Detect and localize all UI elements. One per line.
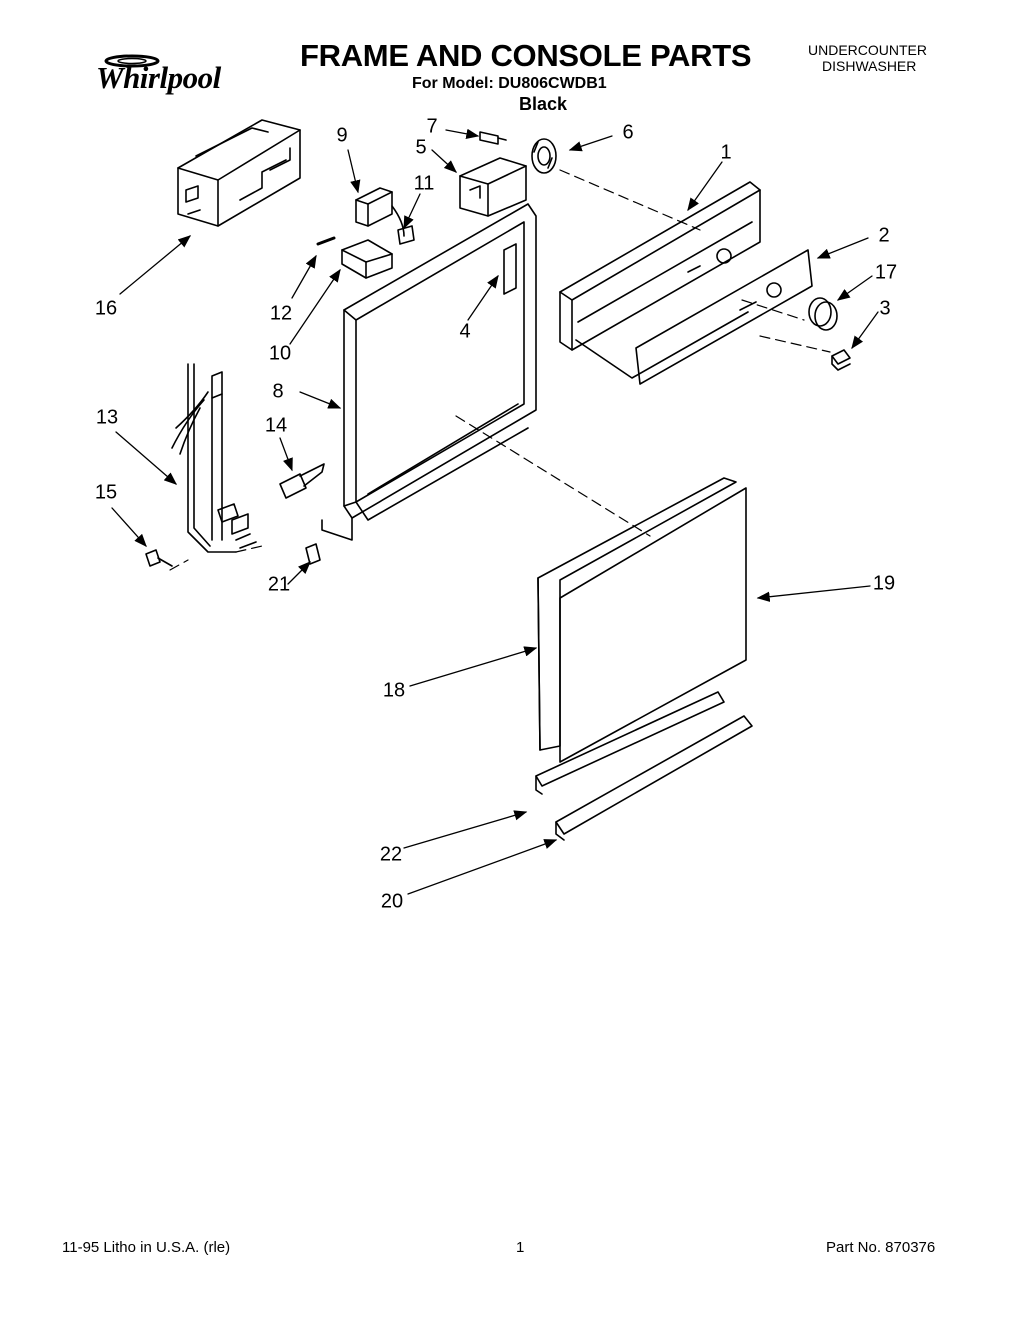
callout-6: 6 [622, 121, 634, 144]
logo-swoosh-icon [104, 54, 160, 68]
callout-10: 10 [268, 342, 292, 365]
part-12-pin [316, 236, 336, 246]
callout-7: 7 [426, 115, 438, 138]
callout-3: 3 [879, 297, 891, 320]
callout-19: 19 [872, 572, 896, 595]
brand-logo: Whirlpool [92, 52, 242, 100]
part-15-screw [145, 549, 173, 567]
part-2-overlay [635, 249, 813, 385]
callout-15: 15 [94, 481, 118, 504]
part-1-console [559, 181, 761, 379]
callout-9: 9 [336, 124, 348, 147]
part-22-trim [535, 691, 725, 795]
part-7-screw [479, 131, 507, 145]
part-13-wire-harness [171, 363, 257, 553]
part-8-door-frame [321, 203, 537, 541]
callout-5: 5 [415, 136, 427, 159]
part-21-clip [305, 543, 321, 565]
part-19-panel [559, 487, 747, 763]
part-10-bracket [341, 239, 393, 279]
part-5-selector-switch [459, 157, 527, 217]
part-18-panel [537, 477, 737, 751]
model-line: For Model: DU806CWDB1 [412, 75, 607, 92]
part-14-connector [279, 463, 325, 499]
leader-arrows [111, 128, 879, 895]
callout-4: 4 [459, 320, 471, 343]
callout-11: 11 [413, 172, 435, 195]
part-3-button [831, 349, 851, 371]
callout-13: 13 [95, 406, 119, 429]
brand-wordmark: Whirlpool [96, 60, 221, 95]
category-line-2: DISHWASHER [822, 58, 917, 74]
callout-12: 12 [269, 302, 293, 325]
footer-print-info: 11-95 Litho in U.S.A. (rle) [62, 1239, 231, 1256]
alignment-lines [169, 169, 831, 571]
part-16-housing [177, 119, 301, 227]
footer-part-number: Part No. 870376 [826, 1239, 936, 1256]
callout-18: 18 [382, 679, 406, 702]
callout-14: 14 [264, 414, 288, 437]
footer-page-number: 1 [516, 1239, 525, 1256]
part-6-knob [531, 138, 557, 174]
part-11-connector [391, 205, 415, 245]
callout-1: 1 [720, 141, 732, 164]
category-line-1: UNDERCOUNTER [808, 42, 927, 58]
callout-20: 20 [380, 890, 404, 913]
callout-21: 21 [267, 573, 291, 596]
callout-22: 22 [379, 843, 403, 866]
callout-17: 17 [874, 261, 898, 284]
callout-8: 8 [272, 380, 284, 403]
part-9-switch [355, 187, 393, 227]
callout-16: 16 [94, 297, 118, 320]
part-20-trim [555, 715, 753, 841]
part-17-knob [808, 297, 838, 331]
callout-2: 2 [878, 224, 890, 247]
page-title: FRAME AND CONSOLE PARTS [300, 38, 752, 73]
color-label: Black [519, 94, 568, 114]
